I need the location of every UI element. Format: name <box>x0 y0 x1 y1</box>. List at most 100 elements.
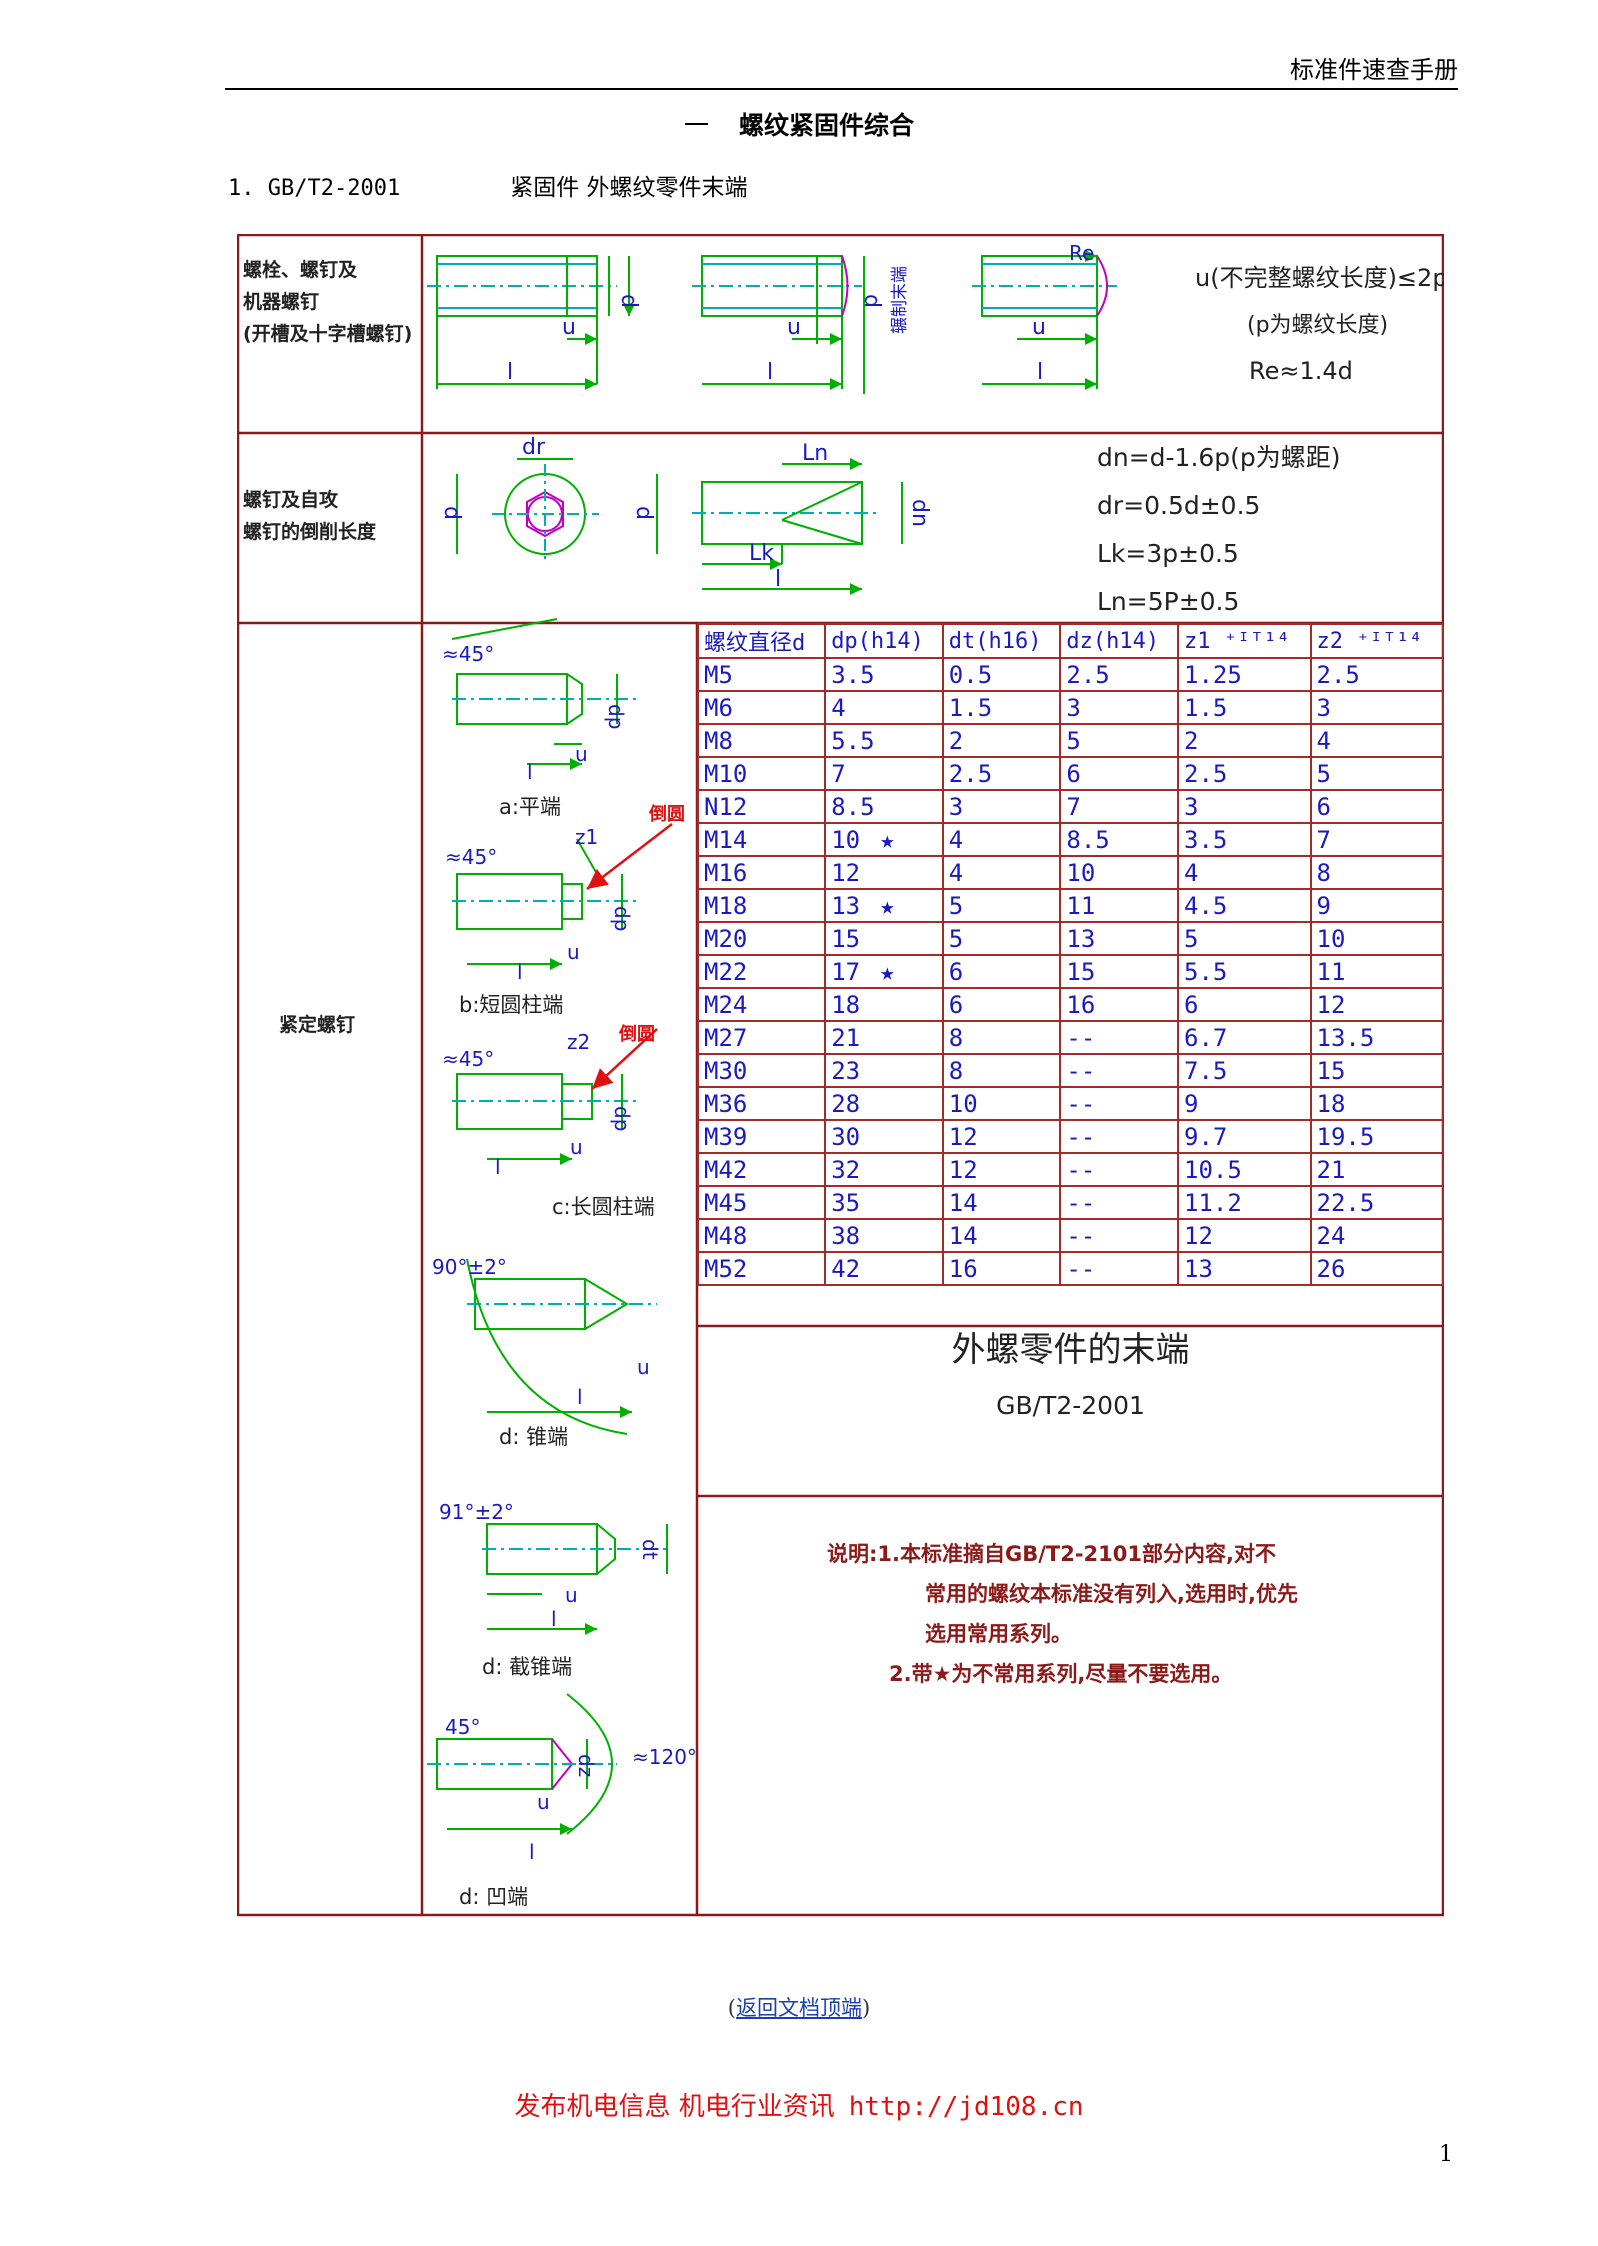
table-cell: 9 <box>1309 888 1444 923</box>
note-line-3: 选用常用系列。 <box>925 1622 1072 1646</box>
cell-value: 4 <box>831 693 846 722</box>
title-block: 外螺零件的末端 GB/T2-2001 <box>697 1322 1444 1420</box>
table-cell: 6 <box>1309 789 1444 824</box>
table-cell: 10 <box>1309 921 1444 956</box>
table-cell: 4 <box>1177 855 1312 890</box>
cell-value: 10 <box>948 1089 978 1118</box>
uncommon-star: ★ <box>880 825 895 854</box>
footer-url[interactable]: http://jd108.cn <box>848 2092 1084 2122</box>
d3-l: l <box>529 1840 535 1864</box>
cell-value: 3 <box>1316 693 1331 722</box>
cell-value: 5 <box>948 891 964 920</box>
table-cell: M22 <box>696 954 827 989</box>
cell-value: 28 <box>831 1089 861 1118</box>
table-cell: M20 <box>696 921 827 956</box>
cell-value: 13 <box>1184 1254 1213 1283</box>
table-cell: 8 <box>1309 855 1444 890</box>
dim-d2: d <box>859 294 884 308</box>
row3-label: 紧定螺钉 <box>279 1014 356 1036</box>
caption-d1: d: 锥端 <box>499 1425 568 1449</box>
cell-value: 8.5 <box>1066 825 1110 854</box>
note-line-2: 常用的螺纹本标准没有列入,选用时,优先 <box>925 1582 1298 1606</box>
cell-value: 8 <box>948 1056 964 1085</box>
table-cell: 6 <box>1177 987 1312 1022</box>
cell-value: 4 <box>948 858 964 887</box>
cell-value: 16 <box>948 1254 978 1283</box>
cell-value: M10 <box>704 759 748 788</box>
b-l: l <box>517 960 523 984</box>
table-cell: 5 <box>1177 921 1312 956</box>
cell-value: M24 <box>704 990 748 1019</box>
table-header-row: 螺纹直径d dp(h14) dt(h16) dz(h14) z1 ⁺ᴵᵀ¹⁴ z… <box>696 623 1444 659</box>
row2-formulas: dn=d-1.6p(p为螺距) dr=0.5d±0.5 Lk=3p±0.5 Ln… <box>1097 443 1341 616</box>
table-cell: M36 <box>696 1086 827 1121</box>
drawing-sheet: d d u u u l l l Re 辗制末端 u(不完整螺纹长度)≤2p (p… <box>237 234 1444 1917</box>
cell-value: 3 <box>1184 792 1199 821</box>
row2-formula-4: Ln=5P±0.5 <box>1097 587 1239 616</box>
table-cell: M10 <box>696 756 827 791</box>
cell-value: 1.5 <box>948 693 993 722</box>
c-chamfer-label: 倒圆 <box>618 1024 655 1045</box>
cell-value: 23 <box>831 1056 861 1085</box>
c-angle: ≈45° <box>442 1047 494 1071</box>
cell-value: 3 <box>948 792 964 821</box>
cell-value: M27 <box>704 1023 748 1052</box>
table-cell: -- <box>1059 1020 1180 1055</box>
cell-value: 14 <box>948 1221 978 1250</box>
row1-formulas: u(不完整螺纹长度)≤2p (p为螺纹长度) Re≈1.4d <box>1195 264 1444 385</box>
page-number: 1 <box>1439 2142 1453 2167</box>
table-cell: 3 <box>1177 789 1312 824</box>
cell-value: M5 <box>704 660 733 689</box>
table-cell: 13.5 <box>1309 1020 1444 1055</box>
table-cell: 8.5 <box>1059 822 1180 857</box>
back-to-top-link[interactable]: 返回文档顶端 <box>736 1996 862 2020</box>
col-header: z1 ⁺ᴵᵀ¹⁴ <box>1177 623 1312 659</box>
b-angle: ≈45° <box>445 845 497 869</box>
table-cell: 13★ <box>824 888 944 923</box>
cell-value: M22 <box>704 957 748 986</box>
uncommon-star: ★ <box>880 957 895 986</box>
table-cell: N12 <box>696 789 827 824</box>
cell-value: 11.2 <box>1184 1188 1242 1217</box>
cell-value: 5 <box>1066 726 1081 755</box>
back-to-top: (返回文档顶端) <box>0 1992 1598 2022</box>
row2-formula-1: dn=d-1.6p(p为螺距) <box>1097 443 1341 472</box>
d2-dt: dt <box>638 1539 662 1560</box>
cell-value: M14 <box>704 825 748 854</box>
row2-label-line2: 螺钉的倒削长度 <box>243 521 377 543</box>
table-cell: 21 <box>824 1020 944 1055</box>
footer-text: 发布机电信息 机电行业资讯 <box>514 2092 835 2122</box>
table-cell: 7 <box>1059 789 1180 824</box>
dimension-table: 螺纹直径d dp(h14) dt(h16) dz(h14) z1 ⁺ᴵᵀ¹⁴ z… <box>696 623 1444 1286</box>
table-cell: 18 <box>1309 1086 1444 1121</box>
b-z: z1 <box>575 825 598 849</box>
table-cell: 15 <box>1309 1053 1444 1088</box>
paren-close: ) <box>862 1996 871 2020</box>
table-cell: 4 <box>824 690 944 725</box>
cell-value: 12 <box>1184 1221 1213 1250</box>
dim-u2: u <box>787 315 801 340</box>
table-cell: M52 <box>696 1251 827 1286</box>
dim-d: d <box>616 294 641 308</box>
cell-value: 21 <box>1316 1155 1346 1184</box>
cell-value: 5.5 <box>831 726 875 755</box>
table-cell: 2.5 <box>1177 756 1312 791</box>
cell-value: 18 <box>1316 1089 1346 1118</box>
table-cell: 2.5 <box>1309 657 1444 692</box>
table-cell: 12 <box>1309 987 1444 1022</box>
d1-angle: 90°±2° <box>432 1255 507 1279</box>
b-dp: dp <box>610 906 634 931</box>
row2-label-line1: 螺钉及自攻 <box>243 489 339 511</box>
row3-chamfer-arrows <box>586 823 673 1090</box>
cell-value: 6 <box>948 957 964 986</box>
cell-value: 2.5 <box>948 759 993 788</box>
table-cell: 1.25 <box>1177 657 1312 692</box>
cell-value: M6 <box>704 693 733 722</box>
cell-value: 4 <box>948 825 964 854</box>
